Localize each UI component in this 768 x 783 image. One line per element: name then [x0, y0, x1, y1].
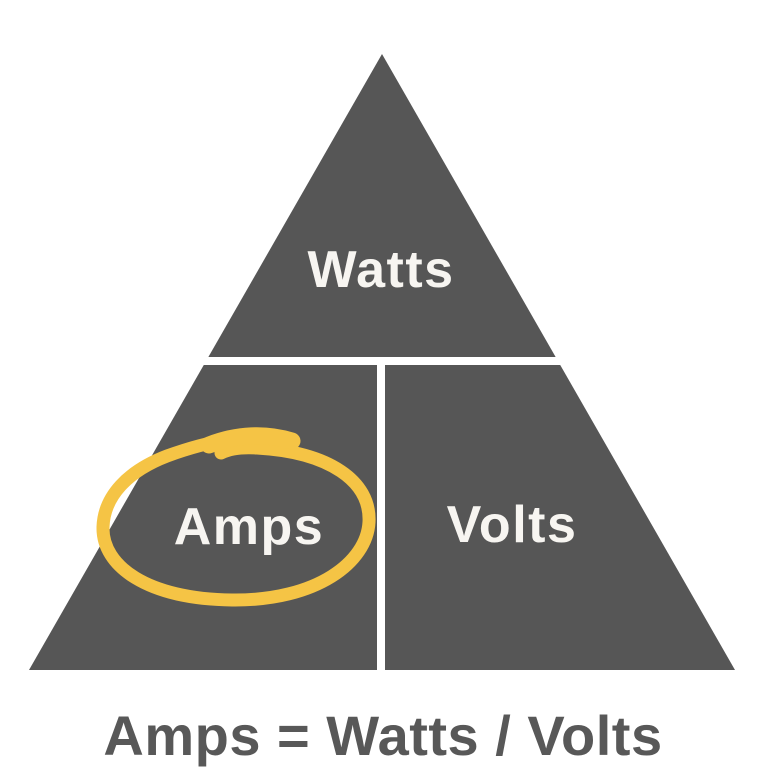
amps-highlight-circle-tail	[200, 427, 301, 454]
amps-highlight-circle	[96, 430, 376, 607]
volts-section-label: Volts	[446, 496, 578, 554]
vertical-divider	[377, 357, 385, 670]
watts-section-label: Watts	[307, 241, 455, 299]
formula-text: Amps = Watts / Volts	[103, 704, 663, 767]
amps-section-label: Amps	[173, 498, 325, 556]
